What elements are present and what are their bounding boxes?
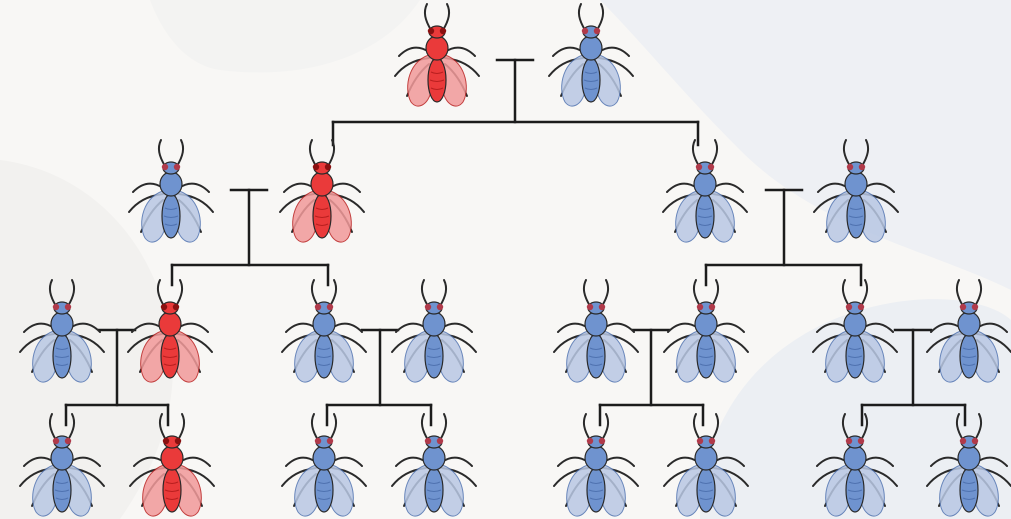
fly-gen3-pair1-b — [127, 279, 213, 383]
fly-gen4-pair1-a — [19, 413, 105, 517]
fly-gen4-pair3-a — [553, 413, 639, 517]
fly-gen3-pair2-a — [281, 279, 367, 383]
fly-gen3-pair4-a — [812, 279, 898, 383]
fly-gen4-pair4-a — [812, 413, 898, 517]
fly-gen4-pair1-b — [129, 413, 215, 517]
fly-gen3-pair3-a — [553, 279, 639, 383]
fly-gen1-female — [394, 3, 480, 107]
fly-gen4-pair2-a — [281, 413, 367, 517]
fly-gen2-pair1-a — [128, 139, 214, 243]
fly-gen1-male — [548, 3, 634, 107]
fly-group — [19, 3, 1011, 517]
fly-gen4-pair4-b — [926, 413, 1011, 517]
fly-gen4-pair2-b — [391, 413, 477, 517]
fly-gen3-pair4-b — [926, 279, 1011, 383]
fly-gen2-pair1-b — [279, 139, 365, 243]
fly-gen3-pair1-a — [19, 279, 105, 383]
fly-gen3-pair2-b — [391, 279, 477, 383]
fly-gen3-pair3-b — [663, 279, 749, 383]
fly-gen2-pair2-a — [662, 139, 748, 243]
fly-gen2-pair2-b — [813, 139, 899, 243]
pedigree-lines — [64, 58, 967, 427]
fly-gen4-pair3-b — [663, 413, 749, 517]
